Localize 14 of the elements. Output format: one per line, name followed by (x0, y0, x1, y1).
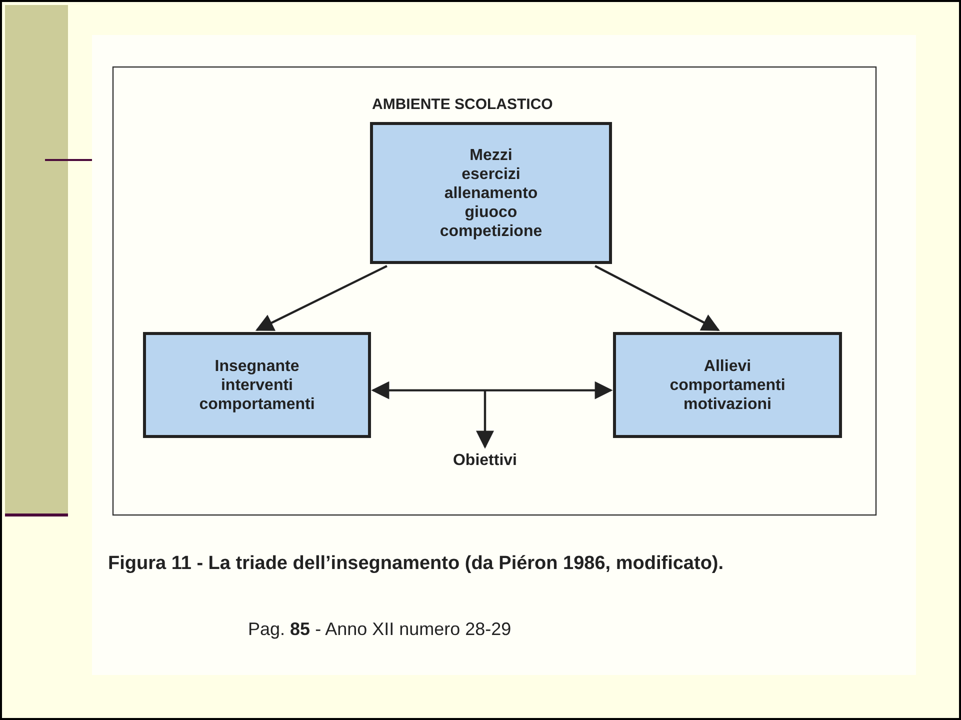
arrow (371, 381, 613, 400)
process-box (370, 122, 612, 264)
process-box (613, 332, 842, 438)
heading: AMBIENTE SCOLASTICO (372, 96, 553, 113)
page-reference: Pag. 85 - Anno XII numero 28-29 (248, 619, 512, 640)
caption: Figura 11 - La triade dell’insegnamento (da Piéron 1986, modificato). (108, 553, 724, 575)
box-text: Insegnante interventi comportamenti (199, 356, 315, 414)
arrow (255, 265, 388, 331)
node-label: Obiettivi (452, 450, 517, 470)
box-text: Allievi comportamenti motivazioni (670, 356, 786, 414)
box-text: Mezzi esercizi allenamento giuoco competizione (440, 146, 542, 240)
process-box (143, 332, 371, 438)
arrow (594, 265, 720, 331)
arrow (476, 390, 494, 449)
